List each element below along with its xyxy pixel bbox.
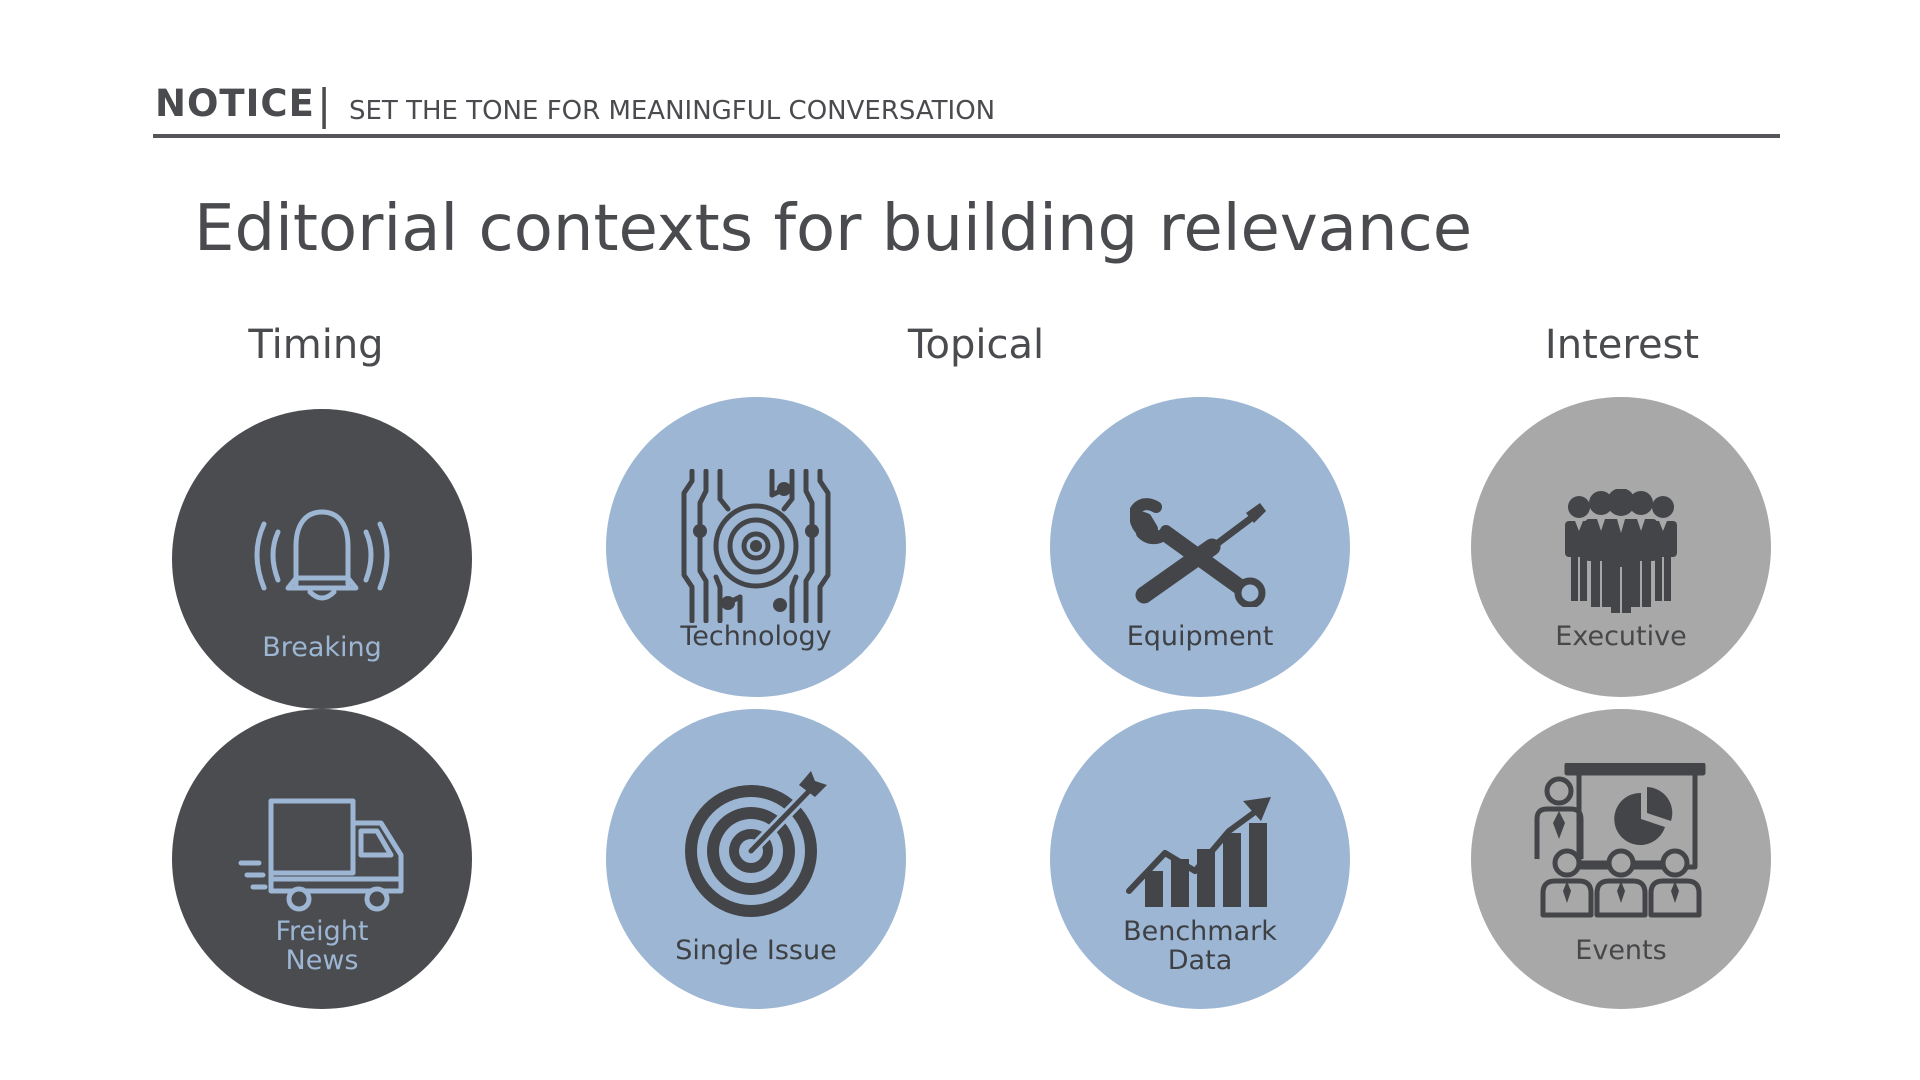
context-freight-news: Freight News bbox=[172, 709, 472, 1009]
context-breaking: Breaking bbox=[172, 409, 472, 709]
growth-chart-icon bbox=[1126, 797, 1271, 907]
context-equipment: Equipment bbox=[1050, 397, 1350, 697]
context-label: Executive bbox=[1555, 621, 1687, 652]
context-executive: Executive bbox=[1471, 397, 1771, 697]
target-dart-icon bbox=[685, 771, 827, 917]
context-benchmark-data: Benchmark Data bbox=[1050, 709, 1350, 1009]
context-label: Benchmark Data bbox=[1050, 917, 1350, 975]
presentation-icon bbox=[1534, 763, 1706, 918]
context-label-line: Data bbox=[1167, 945, 1233, 976]
business-team-icon bbox=[1565, 489, 1677, 613]
page-title: Editorial contexts for building relevanc… bbox=[194, 192, 1473, 266]
context-events: Events bbox=[1471, 709, 1771, 1009]
context-technology: Technology bbox=[606, 397, 906, 697]
context-label: Single Issue bbox=[675, 935, 837, 966]
header-tagline: SET THE TONE FOR MEANINGFUL CONVERSATION bbox=[349, 96, 996, 126]
circuit-icon bbox=[681, 469, 831, 623]
group-label-timing: Timing bbox=[248, 322, 384, 368]
delivery-truck-icon bbox=[238, 798, 404, 912]
context-label-line: News bbox=[285, 945, 359, 976]
alarm-bell-icon bbox=[254, 509, 390, 601]
tools-icon bbox=[1130, 498, 1266, 607]
context-label-line: Benchmark bbox=[1123, 916, 1277, 947]
context-single-issue: Single Issue bbox=[606, 709, 906, 1009]
brand-name: NOTICE bbox=[155, 82, 315, 125]
header-rule bbox=[153, 134, 1780, 138]
context-label-line: Freight bbox=[275, 916, 369, 947]
header-separator: | bbox=[317, 80, 332, 129]
context-label: Breaking bbox=[262, 632, 382, 663]
context-label: Equipment bbox=[1126, 621, 1274, 652]
context-label: Freight News bbox=[172, 917, 472, 975]
context-label: Technology bbox=[680, 621, 832, 652]
group-label-topical: Topical bbox=[907, 322, 1045, 368]
context-label: Events bbox=[1575, 935, 1667, 966]
header: NOTICE | SET THE TONE FOR MEANINGFUL CON… bbox=[155, 80, 1780, 138]
group-label-interest: Interest bbox=[1544, 322, 1700, 368]
